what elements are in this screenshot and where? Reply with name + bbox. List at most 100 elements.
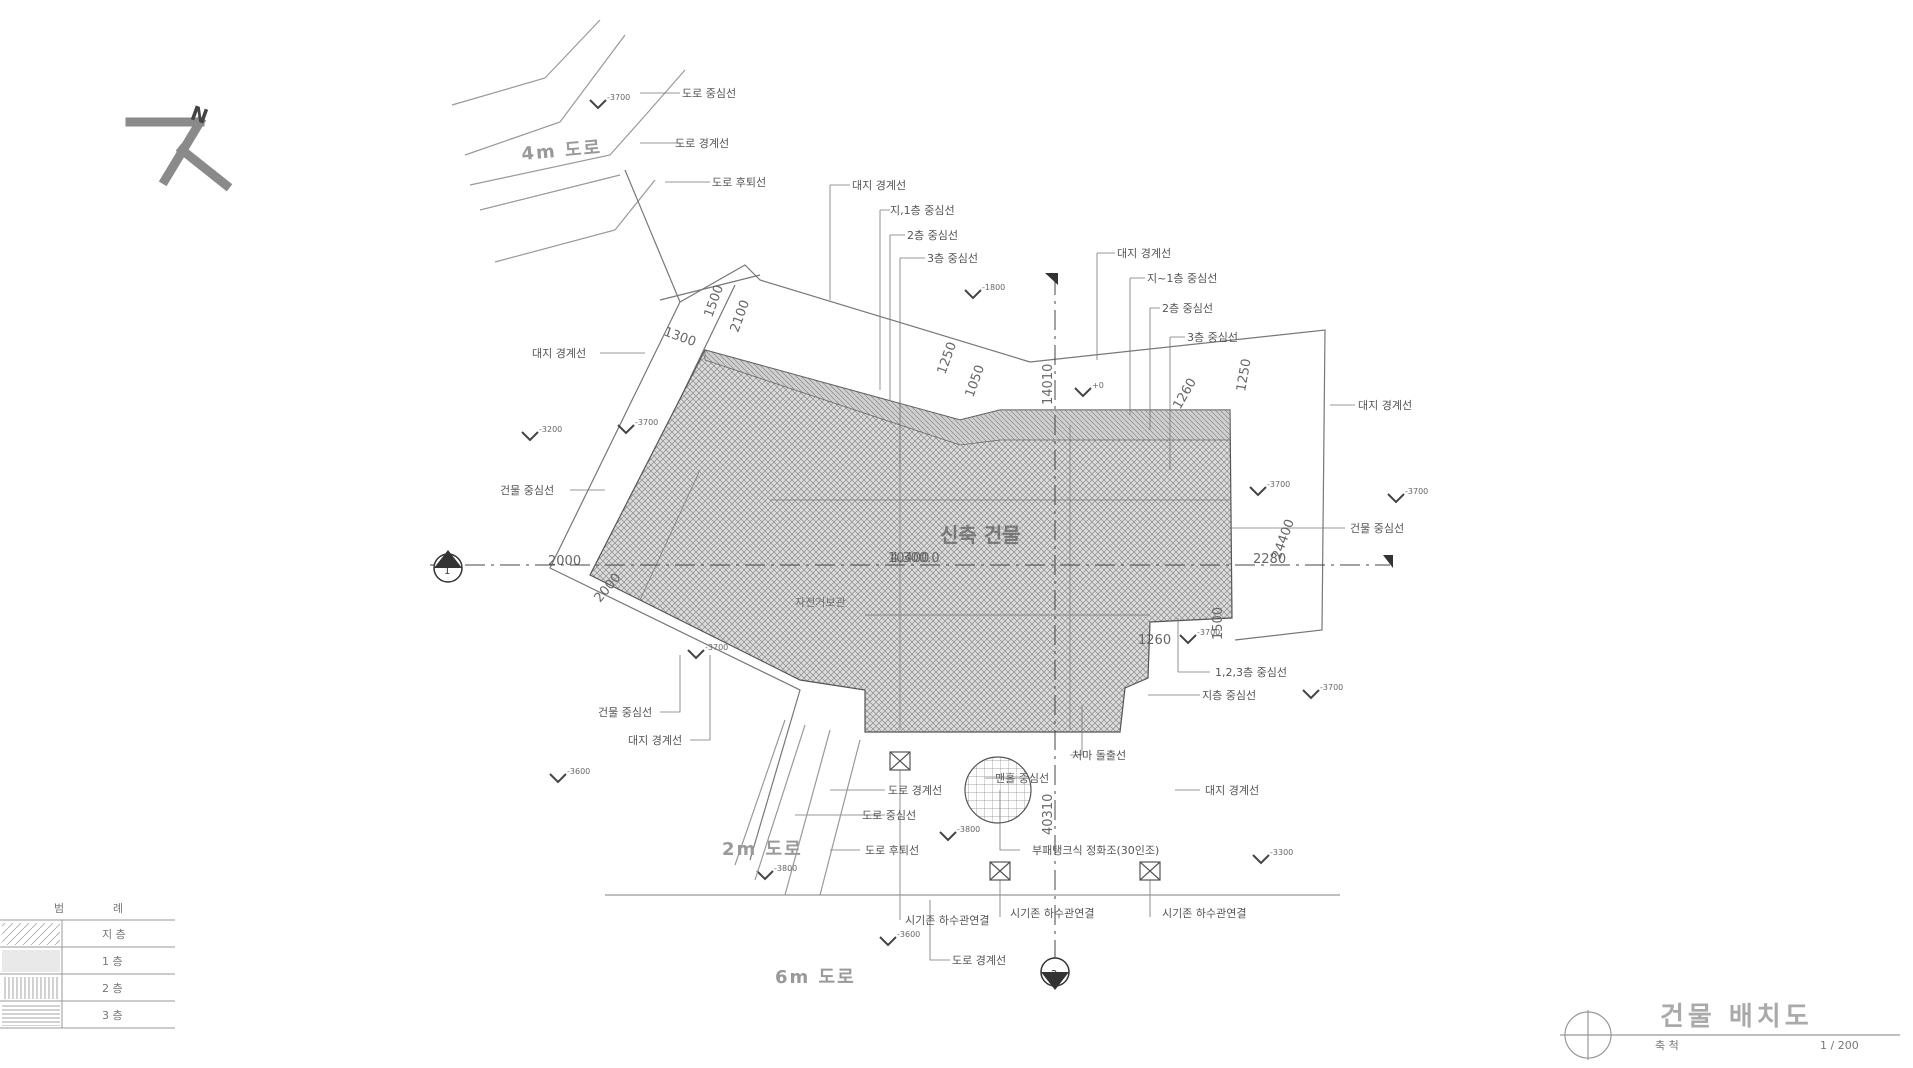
level-mark: -3700: [687, 643, 728, 660]
svg-text:-3700: -3700: [1320, 683, 1343, 692]
road-4m-label: 4m 도로: [521, 137, 603, 165]
legend-row-b1: 지 층: [102, 928, 126, 941]
leader-lines: [570, 92, 1355, 961]
svg-text:-3700: -3700: [1267, 480, 1290, 489]
dimension-label: 1250: [935, 340, 960, 376]
legend: 범 례 지 층 1 층 2 층 3 층: [0, 902, 175, 1029]
level-mark: -3800: [756, 864, 797, 881]
road-6m-label: 6m 도로: [775, 967, 856, 988]
callout-road-setback: 도로 후퇴선: [712, 176, 766, 189]
building-area: 4,300.0: [890, 551, 940, 566]
callout-site-boundary-left: 대지 경계선: [532, 347, 586, 360]
section-marker-bottom: 2: [1040, 273, 1070, 990]
level-mark: -3600: [549, 767, 590, 784]
north-label: N: [187, 101, 211, 129]
callout-road-setback-2m: 도로 후퇴선: [865, 844, 919, 857]
svg-text:-3800: -3800: [957, 825, 980, 834]
title-block: 건물 배치도 축 척 1 / 200: [1560, 1002, 1900, 1060]
callout-123f-centerline: 1,2,3층 중심선: [1215, 666, 1287, 679]
callout-site-boundary-1: 대지 경계선: [852, 179, 906, 192]
drawing-title: 건물 배치도: [1660, 1002, 1813, 1032]
callout-sewer-2: 시기존 하수관연결: [1010, 906, 1094, 920]
level-mark: -3700: [1249, 480, 1290, 497]
level-mark: -3700: [1179, 628, 1220, 645]
section-marker-left: 1: [430, 550, 1393, 583]
callout-3f-centerline: 3층 중심선: [927, 252, 978, 265]
svg-text:-3700: -3700: [1405, 487, 1428, 496]
callout-2f-centerline-r: 2층 중심선: [1162, 302, 1213, 315]
level-mark: +0: [1074, 381, 1104, 398]
callout-3f-centerline-r: 3층 중심선: [1187, 331, 1238, 344]
legend-row-1f: 1 층: [102, 955, 123, 968]
dimension-label: 40310: [1041, 794, 1056, 835]
callout-2f-centerline: 2층 중심선: [907, 229, 958, 242]
level-mark: -3600: [879, 930, 920, 947]
callout-road-centerline-2m: 도로 중심선: [862, 809, 916, 822]
building-footprint: [589, 349, 1233, 733]
callout-sewer-1: 시기존 하수관연결: [905, 913, 989, 927]
level-mark: -3700: [1302, 683, 1343, 700]
dimension-label: 2000: [548, 554, 581, 569]
callout-b1-centerline: 지,1층 중심선: [890, 204, 955, 217]
dimension-label: 1260: [1138, 633, 1171, 648]
level-marks: -3700 -1800 +0 -3200 -3700 -3700 -3700 -…: [521, 93, 1428, 947]
inspection-box: [889, 751, 1161, 881]
callout-b-centerline: 지층 중심선: [1202, 689, 1256, 702]
dimension-label: 1260: [1170, 376, 1200, 412]
legend-swatch-b1: [2, 923, 60, 945]
callout-road-boundary: 도로 경계선: [675, 137, 729, 150]
dimension-label: 14010: [1041, 364, 1056, 405]
svg-text:-3200: -3200: [539, 425, 562, 434]
section-label-bottom: 2: [1051, 969, 1057, 980]
dimension-label: 2280: [1253, 552, 1286, 567]
callout-road-boundary-2m: 도로 경계선: [888, 784, 942, 797]
level-mark: -3300: [1252, 848, 1293, 865]
legend-header-left: 범: [54, 902, 64, 915]
callout-site-boundary-3: 대지 경계선: [1358, 399, 1412, 412]
level-mark: -1800: [964, 283, 1005, 300]
level-mark: -3800: [939, 825, 980, 842]
callout-site-boundary-2: 대지 경계선: [1117, 247, 1171, 260]
callout-labels: 도로 중심선 도로 경계선 도로 후퇴선 대지 경계선 지,1층 중심선 2층 …: [500, 87, 1412, 967]
callout-sewer-3: 시기존 하수관연결: [1162, 906, 1246, 920]
svg-text:-3700: -3700: [607, 93, 630, 102]
callout-site-boundary-4: 대지 경계선: [1205, 784, 1259, 797]
callout-road-centerline: 도로 중심선: [682, 87, 736, 100]
legend-swatch-3f: [2, 1004, 60, 1026]
svg-text:-3700: -3700: [1197, 628, 1220, 637]
callout-building-centerline-left: 건물 중심선: [500, 484, 554, 497]
callout-building-centerline-right: 건물 중심선: [1350, 522, 1404, 535]
dimension-label: 1500: [1211, 607, 1226, 640]
callout-eave-line: 처마 돌출선: [1072, 749, 1126, 762]
svg-text:-3300: -3300: [1270, 848, 1293, 857]
callout-site-boundary-bottom: 대지 경계선: [628, 734, 682, 747]
svg-text:+0: +0: [1092, 381, 1104, 390]
callout-building-centerline-bottom: 건물 중심선: [598, 706, 652, 719]
dimension-label: 2100: [728, 298, 753, 334]
level-mark: -3700: [1387, 487, 1428, 504]
level-mark: -3700: [617, 418, 658, 435]
building-name: 신축 건물: [940, 523, 1021, 547]
svg-text:-3600: -3600: [897, 930, 920, 939]
level-mark: -3200: [521, 425, 562, 442]
svg-text:-3600: -3600: [567, 767, 590, 776]
callout-b1-1f-centerline: 지~1층 중심선: [1147, 272, 1217, 285]
callout-road-boundary-6m: 도로 경계선: [952, 954, 1006, 967]
road-2m-lines: [605, 719, 1340, 896]
svg-text:-1800: -1800: [982, 283, 1005, 292]
dimension-label: 1050: [963, 363, 988, 399]
road-4m-lines: [451, 19, 686, 263]
manhole-symbol: [964, 756, 1032, 824]
level-mark: -3700: [589, 93, 630, 110]
parking-label: 자전거보관: [795, 596, 846, 609]
dimension-label: 1300: [662, 325, 698, 350]
svg-text:-3800: -3800: [774, 864, 797, 873]
legend-swatch-2f: [2, 977, 60, 999]
scale-value: 1 / 200: [1820, 1039, 1859, 1052]
legend-row-2f: 2 층: [102, 982, 123, 995]
svg-text:-3700: -3700: [705, 643, 728, 652]
legend-header-right: 례: [113, 902, 123, 915]
section-label-left: 1: [444, 566, 450, 577]
callout-septic-tank: 부패탱크식 정화조(30인조): [1032, 844, 1159, 857]
